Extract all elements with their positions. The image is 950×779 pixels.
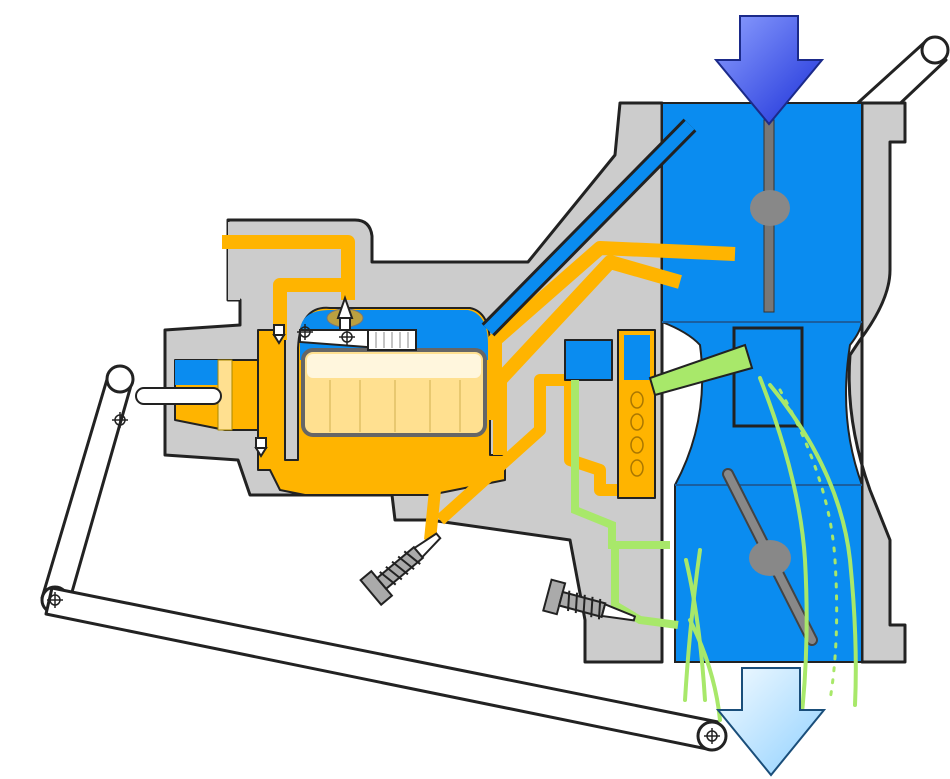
main-mixture-screw	[359, 532, 442, 607]
check-valve-upper	[272, 324, 286, 345]
pump-rod	[135, 387, 222, 405]
choke-shaft	[750, 190, 790, 226]
idle-fuel-passage	[424, 374, 640, 541]
accel-pump-passage	[488, 241, 736, 420]
fuel-system	[135, 235, 736, 541]
arrow-down-icon	[713, 15, 825, 126]
air-bleed-passage	[481, 118, 697, 337]
fuel-passage-upper	[262, 278, 350, 467]
main-nozzle	[648, 343, 754, 397]
throat-right-wall	[847, 101, 907, 664]
idle-mixture-screw	[542, 578, 637, 622]
pump-diaphragm-air	[175, 360, 220, 385]
mixture-passages	[571, 343, 858, 732]
needle-valve	[326, 294, 364, 333]
check-valve-lower	[254, 437, 268, 458]
throttle-plate	[722, 468, 818, 646]
linkage-link-left	[40, 374, 134, 608]
pivot-crosshair-icon	[47, 324, 720, 744]
arrow-down-icon	[715, 667, 827, 777]
float-arm	[299, 329, 417, 351]
